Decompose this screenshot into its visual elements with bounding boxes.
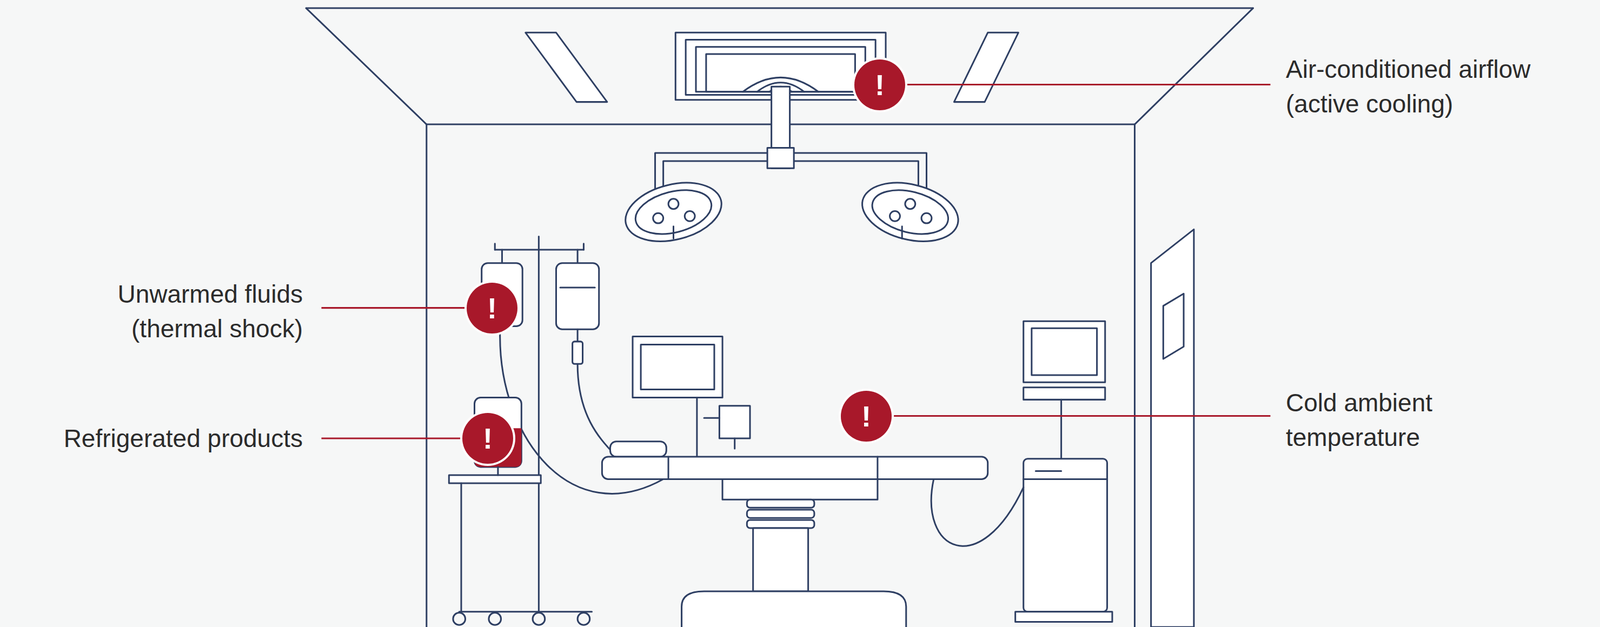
callout-label: Air-conditioned airflow (active cooling) [1285, 51, 1595, 122]
warning-mark: ! [874, 70, 885, 100]
warning-circle: ! [462, 413, 514, 464]
warning-circle: ! [840, 390, 892, 442]
warning-circle: ! [466, 282, 518, 334]
callout-label: Unwarmed fluids (thermal shock) [75, 276, 303, 347]
callout-label: Refrigerated products [63, 421, 303, 456]
warning-mark: ! [487, 293, 497, 323]
warning-mark: ! [482, 423, 493, 454]
callout-label: Cold ambient temperature [1285, 385, 1476, 455]
warning-circle: ! [854, 59, 906, 111]
warning-mark: ! [861, 401, 872, 431]
